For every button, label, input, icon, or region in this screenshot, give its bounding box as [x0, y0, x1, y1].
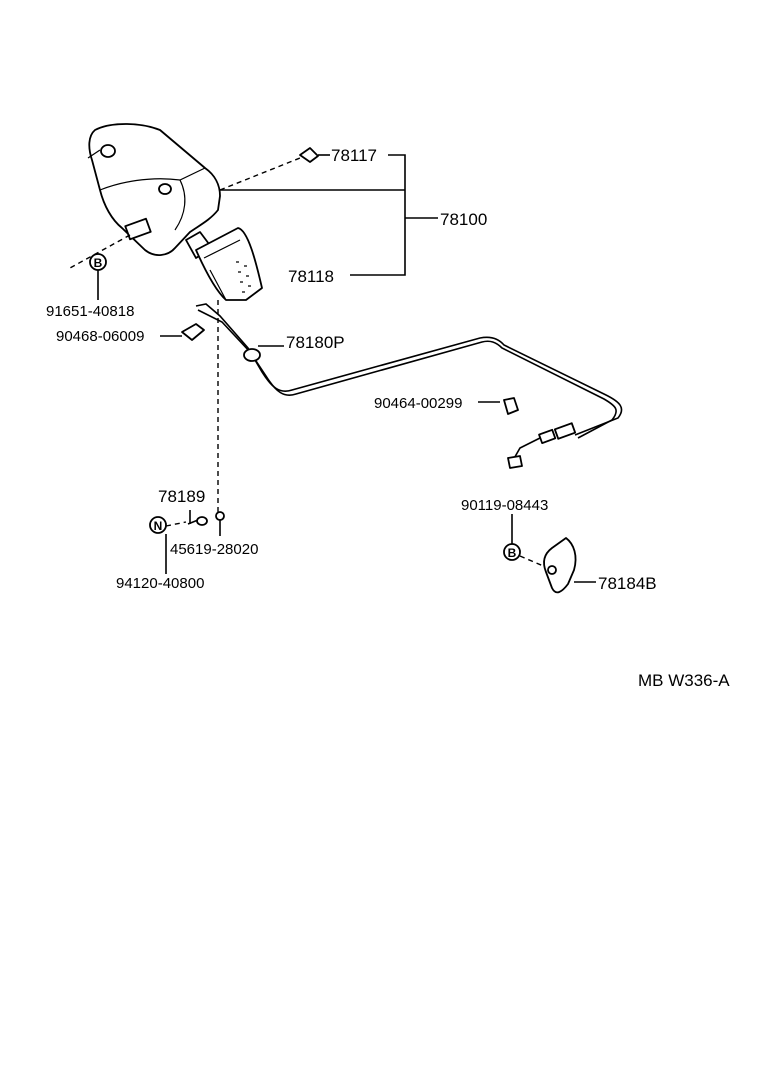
label-78184B: 78184B	[598, 574, 657, 593]
marker-b-left: B	[89, 253, 107, 300]
cable-78180P	[195, 303, 623, 469]
label-90464-00299: 90464-00299	[374, 395, 462, 412]
svg-text:N: N	[154, 519, 163, 533]
label-91651-40818: 91651-40818	[46, 303, 134, 320]
bracket-78184B: B	[503, 514, 596, 594]
pedal-pad	[185, 227, 263, 301]
label-45619-28020: 45619-28020	[170, 541, 258, 558]
svg-text:B: B	[508, 546, 517, 560]
label-78100: 78100	[440, 210, 487, 229]
svg-text:B: B	[94, 256, 103, 270]
label-78117: 78117	[331, 146, 377, 165]
clamp-90468	[181, 323, 205, 341]
label-78118: 78118	[288, 267, 334, 286]
clip-90464	[478, 397, 519, 415]
clip-78117	[299, 147, 319, 163]
label-90468-06009: 90468-06009	[56, 328, 144, 345]
label-78180P: 78180P	[286, 333, 345, 352]
pin-assembly: N	[149, 510, 225, 574]
diagram-code: MB W336-A	[638, 671, 730, 690]
label-78189: 78189	[158, 487, 205, 506]
label-90119-08443: 90119-08443	[461, 497, 548, 514]
pedal-bracket	[87, 123, 221, 256]
leader-lines-top	[69, 154, 438, 276]
label-94120-40800: 94120-40800	[116, 575, 204, 592]
